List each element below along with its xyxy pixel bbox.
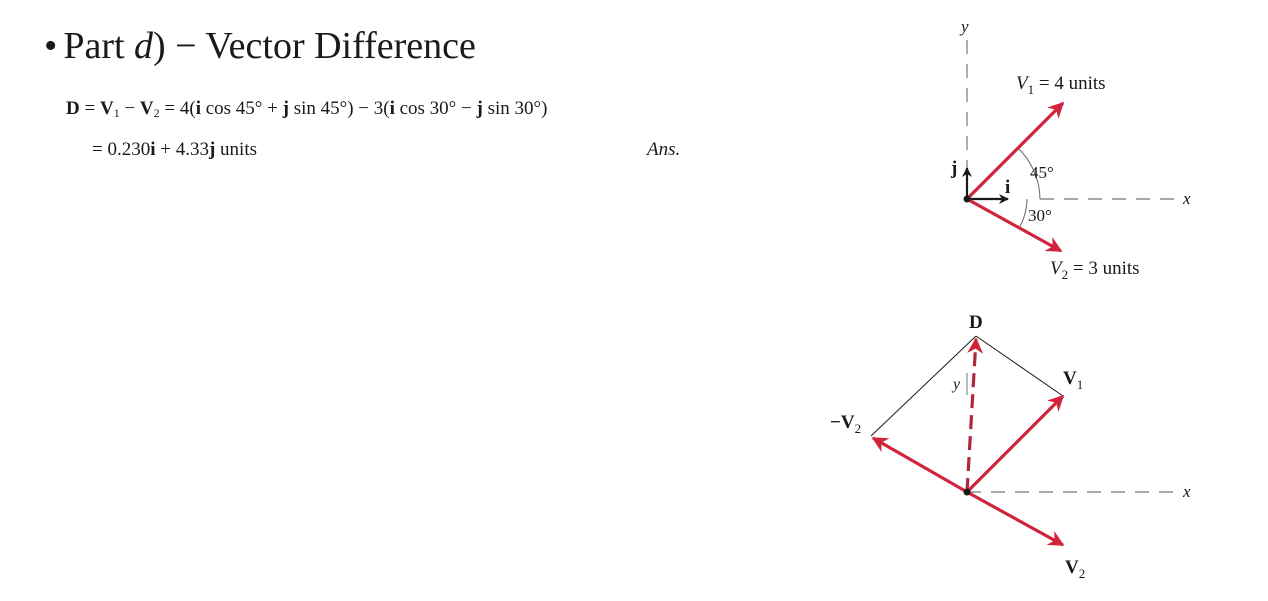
equation-line-2: = 0.230i + 4.33j units bbox=[92, 138, 257, 162]
unit-i-label: i bbox=[1005, 177, 1010, 198]
bullet: • bbox=[44, 25, 58, 67]
bottom-v2-vector bbox=[966, 490, 1065, 547]
bottom-v2-label: V2 bbox=[1065, 557, 1085, 581]
v1-label-sub: 1 bbox=[1028, 82, 1035, 97]
eq2-value: = 0.230 bbox=[92, 139, 151, 160]
bottom-y-axis-label: y bbox=[951, 376, 961, 393]
top-x-axis-label: x bbox=[1182, 189, 1191, 208]
eq-expr-b: cos 45° + bbox=[200, 98, 283, 119]
bottom-v2-sub: 2 bbox=[1079, 566, 1086, 581]
top-diagram: y x j i 45° 30° V1 = 4 units V2 = 3 unit… bbox=[950, 17, 1191, 282]
bottom-diagram: y x D V1 −V2 V2 bbox=[830, 312, 1191, 581]
eq-i1: i bbox=[195, 98, 201, 119]
v2-label-letter: V bbox=[1050, 258, 1064, 279]
title-suffix: ) − Vector Difference bbox=[153, 25, 476, 67]
bottom-x-axis-label: x bbox=[1182, 482, 1191, 501]
bottom-v1-vector bbox=[965, 394, 1065, 494]
v2-label-value: = 3 units bbox=[1068, 258, 1139, 279]
slide-title: •Part d) − Vector Difference bbox=[44, 22, 476, 70]
answer-label: Ans. bbox=[647, 139, 681, 160]
unit-j-label: j bbox=[950, 158, 957, 179]
v2-magnitude-label: V2 = 3 units bbox=[1050, 258, 1140, 282]
neg-v2-letter: −V bbox=[830, 412, 855, 433]
eq-v2-sub: 2 bbox=[153, 106, 160, 120]
eq-v2: V bbox=[139, 98, 154, 119]
v1-vector bbox=[965, 101, 1065, 201]
eq-expr-a: = 4( bbox=[159, 98, 196, 119]
top-origin-dot bbox=[963, 195, 971, 203]
equation-line-1: D = V1 − V2 = 4(i cos 45° + j sin 45°) −… bbox=[66, 97, 547, 121]
angle-45-label: 45° bbox=[1030, 163, 1054, 182]
eq2-j: j bbox=[208, 139, 216, 160]
title-prefix: Part bbox=[63, 25, 135, 67]
v2-vector bbox=[966, 197, 1063, 253]
angle-45-arc bbox=[1017, 147, 1041, 200]
eq2-i: i bbox=[150, 139, 156, 160]
parallelogram-edge-right bbox=[975, 335, 1064, 397]
eq-expr-d: cos 30° − bbox=[394, 98, 477, 119]
bottom-v1-sub: 1 bbox=[1077, 377, 1084, 392]
neg-v2-sub: 2 bbox=[855, 421, 862, 436]
v1-label-value: = 4 units bbox=[1034, 73, 1105, 94]
eq2-plus: + 4.33 bbox=[155, 139, 209, 160]
d-vector bbox=[965, 337, 984, 493]
vector-figure: y x j i 45° 30° V1 = 4 units V2 = 3 unit… bbox=[830, 17, 1191, 581]
eq-expr-c: sin 45°) − 3( bbox=[288, 98, 390, 119]
eq-lhs: D bbox=[66, 98, 80, 119]
eq-v1: V bbox=[99, 98, 114, 119]
top-y-axis-label: y bbox=[959, 17, 969, 36]
bottom-origin-dot bbox=[963, 488, 971, 496]
v2-label-sub: 2 bbox=[1062, 267, 1069, 282]
eq-equals: = bbox=[79, 98, 100, 119]
bottom-v1-letter: V bbox=[1063, 368, 1077, 389]
eq-v1-sub: 1 bbox=[113, 106, 120, 120]
bottom-v2-letter: V bbox=[1065, 557, 1079, 578]
title-part-letter: d bbox=[134, 25, 154, 67]
eq-j1: j bbox=[282, 98, 289, 119]
eq2-units: units bbox=[215, 139, 257, 160]
v1-label-letter: V bbox=[1016, 73, 1030, 94]
bottom-v1-label: V1 bbox=[1063, 368, 1083, 392]
d-label: D bbox=[969, 312, 983, 333]
eq-minus: − bbox=[119, 98, 140, 119]
neg-v2-label: −V2 bbox=[830, 412, 861, 436]
eq-j2: j bbox=[476, 98, 483, 119]
v1-magnitude-label: V1 = 4 units bbox=[1016, 73, 1106, 97]
angle-30-label: 30° bbox=[1028, 206, 1052, 225]
parallelogram-edge-left bbox=[870, 335, 977, 437]
eq-expr-e: sin 30°) bbox=[482, 98, 548, 119]
neg-v2-vector bbox=[871, 436, 968, 494]
eq-i2: i bbox=[389, 98, 395, 119]
angle-30-arc bbox=[1018, 198, 1028, 229]
